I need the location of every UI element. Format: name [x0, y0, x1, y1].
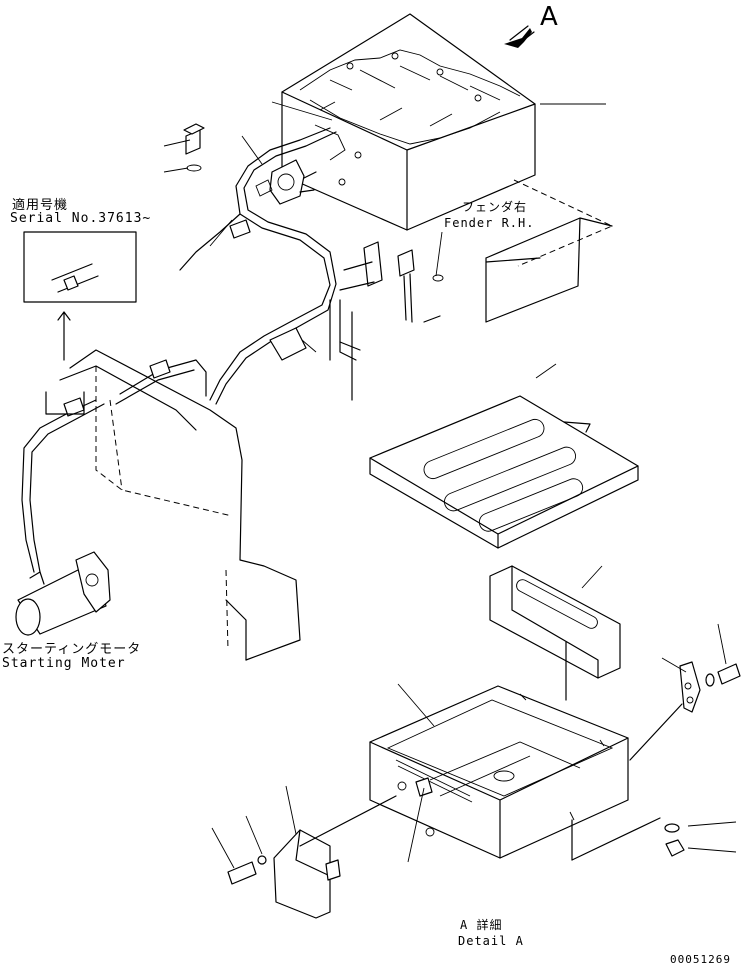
terminal-cover	[227, 795, 397, 919]
fender-label-jp: フェンダ右	[462, 200, 528, 214]
battery-mat	[369, 395, 639, 549]
view-letter-label: A	[540, 2, 558, 32]
starting-motor	[15, 551, 111, 636]
detail-label-en: Detail A	[458, 934, 524, 948]
bracket-hardware	[571, 661, 741, 861]
motor-label-jp: スターティングモータ	[2, 642, 142, 657]
battery	[281, 13, 536, 231]
drawing-number: 00051269	[670, 953, 731, 966]
motor-label-en: Starting Moter	[2, 656, 126, 671]
detail-label-jp: A 詳細	[460, 918, 503, 932]
serial-label-jp: 適用号機	[12, 198, 69, 213]
leader-lines	[163, 101, 737, 869]
hold-down-pad	[489, 565, 621, 701]
fender-label-en: Fender R.H.	[444, 216, 535, 230]
fender	[423, 179, 614, 323]
serial-detail-box	[23, 231, 137, 415]
battery-cable	[21, 123, 415, 573]
frame	[59, 299, 361, 661]
battery-box	[369, 685, 629, 861]
serial-label-en: Serial No.37613~	[10, 211, 152, 226]
